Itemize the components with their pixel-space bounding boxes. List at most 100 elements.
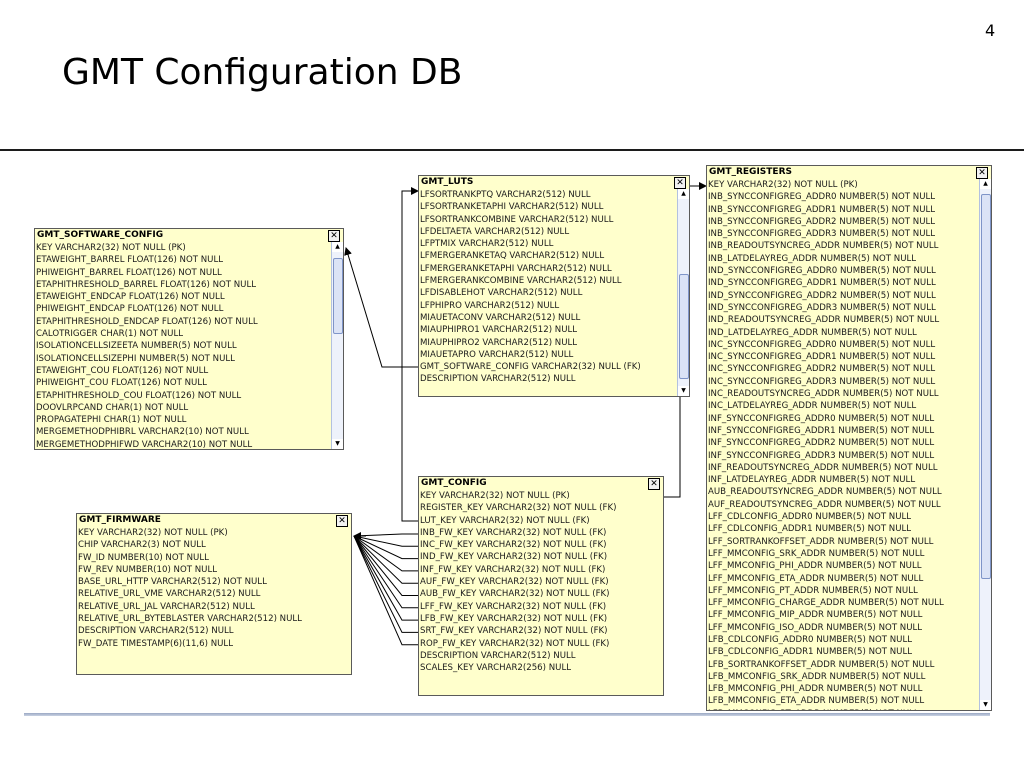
column-row: LFMERGERANKETAPHI VARCHAR2(512) NULL [420, 263, 612, 274]
column-row: ISOLATIONCELLSIZEPHI NUMBER(5) NOT NULL [36, 353, 235, 364]
table-header[interactable]: GMT_FIRMWARE✕ [77, 514, 351, 527]
table-gmt-firmware[interactable]: GMT_FIRMWARE✕KEY VARCHAR2(32) NOT NULL (… [76, 513, 352, 675]
column-row: SCALES_KEY VARCHAR2(256) NULL [420, 663, 572, 674]
table-gmt-config[interactable]: GMT_CONFIG✕KEY VARCHAR2(32) NOT NULL (PK… [418, 476, 664, 696]
table-title: GMT_SOFTWARE_CONFIG [37, 230, 164, 240]
column-row: ISOLATIONCELLSIZEETA NUMBER(5) NOT NULL [36, 341, 237, 352]
column-row: INB_FW_KEY VARCHAR2(32) NOT NULL (FK) [420, 527, 607, 538]
column-row: LFF_MMCONFIG_PT_ADDR NUMBER(5) NOT NULL [708, 585, 918, 596]
column-row: BASE_URL_HTTP VARCHAR2(512) NOT NULL [78, 577, 267, 588]
column-row: PHIWEIGHT_COU FLOAT(126) NOT NULL [36, 378, 207, 389]
scrollbar-thumb[interactable] [981, 194, 991, 580]
column-row: REGISTER_KEY VARCHAR2(32) NOT NULL (FK) [420, 503, 617, 514]
scroll-down-icon[interactable]: ▼ [980, 700, 991, 710]
scroll-up-icon[interactable]: ▲ [332, 242, 343, 252]
column-row: IND_SYNCCONFIGREG_ADDR3 NUMBER(5) NOT NU… [708, 302, 936, 313]
column-row: LFB_MMCONFIG_PT_ADDR NUMBER(5) NOT NULL [707, 708, 979, 710]
column-row: INB_SYNCCONFIGREG_ADDR3 NUMBER(5) NOT NU… [708, 229, 936, 240]
column-row: LFB_MMCONFIG_ETA_ADDR NUMBER(5) NOT NULL [708, 696, 925, 707]
vertical-scrollbar[interactable]: ▲▼ [979, 179, 991, 710]
column-row: ETAWEIGHT_ENDCAP FLOAT(126) NOT NULL [36, 292, 225, 303]
vertical-scrollbar[interactable]: ▲▼ [331, 242, 343, 449]
column-row: INF_SYNCCONFIGREG_ADDR0 NUMBER(5) NOT NU… [708, 413, 935, 424]
column-row: LFF_SORTRANKOFFSET_ADDR NUMBER(5) NOT NU… [708, 536, 934, 547]
column-row: IND_SYNCCONFIGREG_ADDR0 NUMBER(5) NOT NU… [708, 266, 936, 277]
column-row: MIAUPHIPRO1 VARCHAR2(512) NULL [420, 325, 578, 336]
column-list: KEY VARCHAR2(32) NOT NULL (PK)CHIP VARCH… [77, 527, 351, 674]
column-row: LFSORTRANKCOMBINE VARCHAR2(512) NULL [420, 214, 614, 225]
close-icon[interactable]: ✕ [328, 230, 340, 242]
column-row: IND_SYNCCONFIGREG_ADDR1 NUMBER(5) NOT NU… [708, 278, 936, 289]
column-row: LFF_MMCONFIG_CHARGE_ADDR NUMBER(5) NOT N… [708, 598, 944, 609]
scroll-down-icon[interactable]: ▼ [678, 386, 689, 396]
column-row: LFF_CDLCONFIG_ADDR0 NUMBER(5) NOT NULL [708, 512, 912, 523]
column-row: LFB_CDLCONFIG_ADDR0 NUMBER(5) NOT NULL [708, 634, 913, 645]
column-row: ROP_FW_KEY VARCHAR2(32) NOT NULL (FK) [420, 638, 610, 649]
scroll-up-icon[interactable]: ▲ [980, 179, 991, 189]
column-row: DESCRIPTION VARCHAR2(512) NULL [78, 626, 234, 637]
column-row: IND_LATDELAYREG_ADDR NUMBER(5) NOT NULL [708, 327, 917, 338]
column-row: MIAUPHIPRO2 VARCHAR2(512) NULL [420, 337, 578, 348]
scrollbar-thumb[interactable] [333, 257, 343, 335]
close-icon[interactable]: ✕ [976, 167, 988, 179]
column-row: LFF_MMCONFIG_MIP_ADDR NUMBER(5) NOT NULL [708, 610, 923, 621]
vertical-scrollbar[interactable]: ▲▼ [677, 189, 689, 396]
table-gmt-software-config[interactable]: GMT_SOFTWARE_CONFIG✕KEY VARCHAR2(32) NOT… [34, 228, 344, 450]
column-row: INB_LATDELAYREG_ADDR NUMBER(5) NOT NULL [708, 253, 917, 264]
column-row: KEY VARCHAR2(32) NOT NULL (PK) [78, 528, 228, 538]
column-row: AUF_READOUTSYNCREG_ADDR NUMBER(5) NOT NU… [708, 499, 941, 510]
column-row: INF_SYNCCONFIGREG_ADDR3 NUMBER(5) NOT NU… [708, 450, 935, 461]
column-list: KEY VARCHAR2(32) NOT NULL (PK) ETAWEIGHT_… [35, 242, 331, 449]
close-icon[interactable]: ✕ [336, 515, 348, 527]
column-row: LFF_FW_KEY VARCHAR2(32) NOT NULL (FK) [420, 601, 607, 612]
column-row: ETAWEIGHT_BARREL FLOAT(126) NOT NULL [36, 255, 224, 266]
column-row: LUT_KEY VARCHAR2(32) NOT NULL (FK) [420, 515, 590, 526]
column-row: IND_SYNCCONFIGREG_ADDR2 NUMBER(5) NOT NU… [708, 290, 936, 301]
column-row: LFF_CDLCONFIG_ADDR1 NUMBER(5) NOT NULL [708, 524, 912, 535]
column-row: LFF_MMCONFIG_PHI_ADDR NUMBER(5) NOT NULL [708, 561, 922, 572]
column-row: LFPTMIX VARCHAR2(512) NULL [420, 239, 554, 250]
column-row: KEY VARCHAR2(32) NOT NULL (PK) [420, 491, 570, 501]
relationship-line [353, 535, 418, 609]
column-row: ETAPHITHRESHOLD_COU FLOAT(126) NOT NULL [36, 390, 242, 401]
table-header[interactable]: GMT_SOFTWARE_CONFIG ✕ [35, 229, 343, 242]
close-icon[interactable]: ✕ [674, 177, 686, 189]
column-row: LFB_SORTRANKOFFSET_ADDR NUMBER(5) NOT NU… [708, 659, 935, 670]
column-row: INC_SYNCCONFIGREG_ADDR3 NUMBER(5) NOT NU… [708, 376, 936, 387]
column-list: KEY VARCHAR2(32) NOT NULL (PK)INB_SYNCCO… [707, 179, 979, 710]
scrollbar-thumb[interactable] [679, 273, 689, 379]
relationship-line [344, 247, 418, 368]
column-row: LFF_MMCONFIG_ISO_ADDR NUMBER(5) NOT NULL [708, 622, 923, 633]
column-row: IND_READOUTSYNCREG_ADDR NUMBER(5) NOT NU… [708, 315, 940, 326]
table-gmt-luts[interactable]: GMT_LUTS✕LFSORTRANKPTQ VARCHAR2(512) NUL… [418, 175, 690, 397]
page-number: 4 [985, 21, 996, 40]
column-row: KEY VARCHAR2(32) NOT NULL (PK) [36, 243, 186, 253]
column-row: MERGEMETHODPHIBRL VARCHAR2(10) NOT NULL [36, 427, 249, 438]
column-row: RELATIVE_URL_JAL VARCHAR2(512) NULL [78, 601, 255, 612]
title-divider [0, 149, 1024, 151]
close-icon[interactable]: ✕ [648, 478, 660, 490]
column-row: INF_SYNCCONFIGREG_ADDR1 NUMBER(5) NOT NU… [708, 425, 935, 436]
table-header[interactable]: GMT_REGISTERS✕ [707, 166, 991, 179]
column-row: LFDISABLEHOT VARCHAR2(512) NULL [420, 288, 583, 299]
column-row: AUB_FW_KEY VARCHAR2(32) NOT NULL (FK) [420, 589, 610, 600]
column-row: INB_READOUTSYNCREG_ADDR NUMBER(5) NOT NU… [708, 241, 939, 252]
column-row: PROPAGATEPHI CHAR(1) NOT NULL [36, 415, 187, 426]
column-row: INC_SYNCCONFIGREG_ADDR0 NUMBER(5) NOT NU… [708, 339, 936, 350]
column-row: FW_ID NUMBER(10) NOT NULL [78, 552, 209, 563]
table-gmt-registers[interactable]: GMT_REGISTERS✕KEY VARCHAR2(32) NOT NULL … [706, 165, 992, 711]
relationship-line [353, 535, 418, 633]
column-row: LFPHIPRO VARCHAR2(512) NULL [420, 300, 560, 311]
column-row: MIAUETAPRO VARCHAR2(512) NULL [420, 349, 574, 360]
scroll-down-icon[interactable]: ▼ [332, 439, 343, 449]
column-row: FW_REV NUMBER(10) NOT NULL [78, 564, 218, 575]
table-header[interactable]: GMT_LUTS ✕ [419, 176, 689, 189]
table-title: GMT_LUTS [421, 177, 474, 187]
relationship-line [353, 535, 418, 572]
relationship-line [353, 535, 418, 560]
scroll-up-icon[interactable]: ▲ [678, 189, 689, 199]
column-row: INC_SYNCCONFIGREG_ADDR2 NUMBER(5) NOT NU… [708, 364, 936, 375]
table-header[interactable]: GMT_CONFIG✕ [419, 477, 663, 490]
column-row: RELATIVE_URL_BYTEBLASTER VARCHAR2(512) N… [78, 614, 302, 625]
